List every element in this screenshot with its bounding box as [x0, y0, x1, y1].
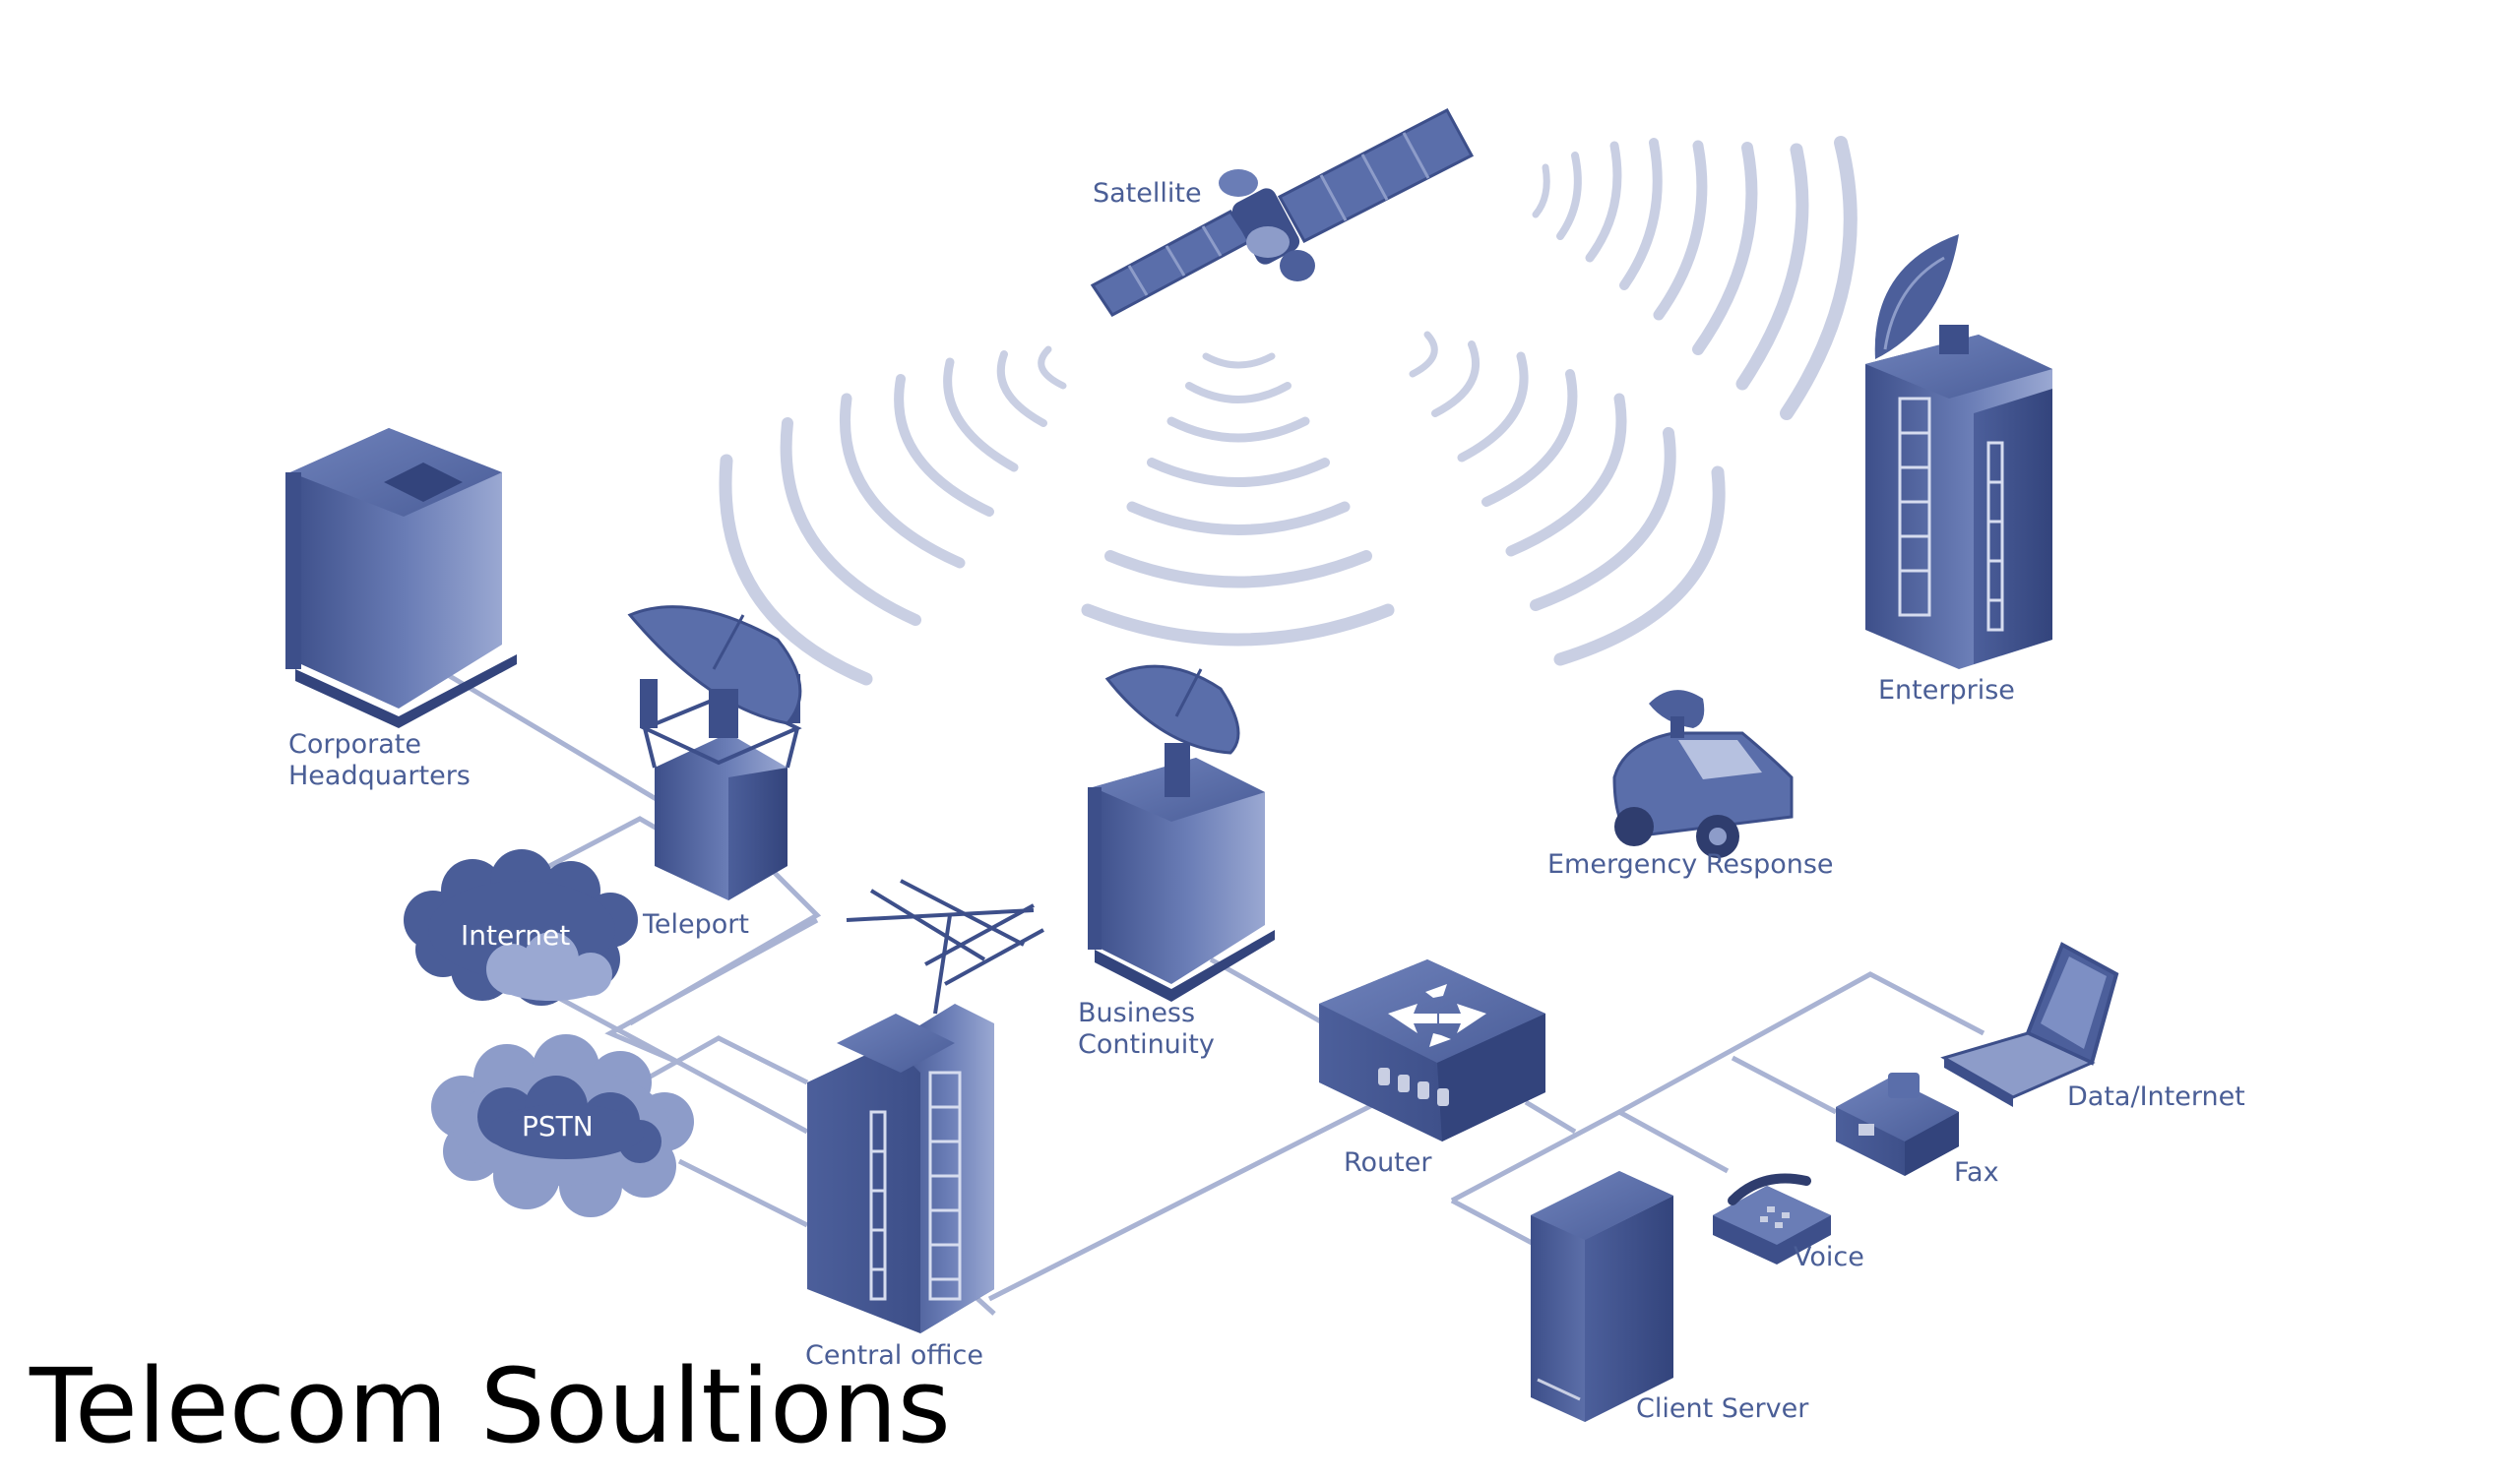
business-continuity-label-line1: Business	[1078, 998, 1195, 1028]
corporate-hq-label-line2: Headquarters	[288, 761, 471, 791]
voice-phone-icon	[1713, 1173, 1831, 1265]
voice-label: Voice	[1794, 1242, 1864, 1272]
link-teleport-pstn	[604, 917, 819, 1066]
enterprise-building-icon	[1865, 234, 2052, 669]
link-pstn-central	[677, 1158, 809, 1228]
node-labels: Satellite Enterprise Corporate Headquart…	[288, 178, 2245, 1424]
link-lan-backbone	[1450, 971, 1985, 1203]
link-pstn-top	[638, 1035, 809, 1085]
teleport-icon	[627, 605, 802, 900]
emergency-response-car-icon	[1612, 690, 1794, 858]
satellite-label: Satellite	[1093, 178, 1202, 209]
link-lan-server	[1450, 1198, 1538, 1248]
fax-label: Fax	[1954, 1157, 1999, 1188]
internet-cloud-icon	[404, 849, 638, 1006]
central-office-icon	[807, 879, 1044, 1333]
pstn-label: PSTN	[522, 1110, 594, 1142]
data-internet-label: Data/Internet	[2067, 1081, 2245, 1112]
link-lan-voice	[1617, 1109, 1730, 1174]
router-icon	[1319, 959, 1545, 1142]
link-bc-router	[1209, 956, 1326, 1026]
satellite-signal-waves	[719, 136, 1858, 686]
data-internet-laptop-icon	[1940, 942, 2119, 1107]
client-server-icon	[1531, 1171, 1673, 1422]
central-office-label: Central office	[805, 1340, 983, 1371]
emergency-response-label: Emergency Response	[1547, 849, 1834, 880]
teleport-label: Teleport	[642, 909, 749, 940]
link-central-router	[987, 1089, 1400, 1302]
link-router-lan	[1524, 1099, 1577, 1135]
business-continuity-label-line2: Continuity	[1078, 1029, 1215, 1060]
client-server-label: Client Server	[1636, 1393, 1809, 1424]
link-hq-teleport	[436, 666, 671, 810]
link-lan-fax	[1731, 1055, 1838, 1115]
fax-icon	[1836, 1073, 1959, 1176]
pstn-cloud-icon	[431, 1034, 694, 1217]
business-continuity-icon	[1088, 664, 1275, 1002]
connection-lines	[436, 666, 1985, 1316]
internet-label: Internet	[461, 919, 570, 952]
corporate-headquarters-icon	[285, 428, 517, 728]
corporate-hq-label-line1: Corporate	[288, 729, 421, 760]
router-label: Router	[1344, 1147, 1432, 1178]
satellite-icon	[1090, 107, 1475, 317]
enterprise-label: Enterprise	[1878, 675, 2015, 706]
page-title: Telecom Soultions	[30, 1346, 951, 1466]
